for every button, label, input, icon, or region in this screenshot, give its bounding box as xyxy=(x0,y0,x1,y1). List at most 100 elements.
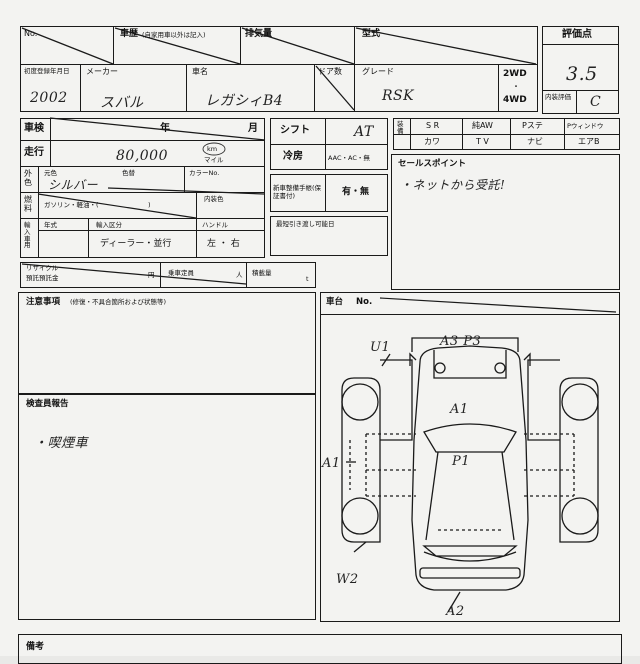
manual-value: 有・無 xyxy=(342,187,370,197)
sales-point-block xyxy=(391,154,620,290)
fuel-paren-close: ) xyxy=(148,201,151,209)
chassis-block xyxy=(320,292,620,622)
import-type-label: 輸入区分 xyxy=(96,221,122,229)
caution-block xyxy=(18,292,316,394)
score-box xyxy=(542,26,619,114)
chassis-label: 車台 xyxy=(326,297,344,307)
mileage-value: 80,000 xyxy=(116,148,168,164)
load-label: 積載量 xyxy=(252,269,272,277)
remarks-block xyxy=(18,634,622,664)
equip-navi: ナビ xyxy=(527,137,543,146)
equip-power-steering: Pステ xyxy=(522,121,543,130)
mark-p1: P1 xyxy=(452,454,471,469)
car-body-diagram xyxy=(341,337,599,613)
original-color-label: 元色 xyxy=(44,169,57,177)
remarks-label: 備考 xyxy=(26,642,45,652)
manual-label: 新車整備手帳(保証書付) xyxy=(273,184,322,201)
import-type-value: ディーラー・並行 xyxy=(100,239,172,249)
import-year-label: 年式 xyxy=(44,221,57,229)
sales-point-value: ・ネットから受託! xyxy=(400,178,506,192)
color-no-label: カラーNo. xyxy=(189,169,220,177)
original-color-value: シルバー xyxy=(48,178,99,192)
ac-label: 冷房 xyxy=(283,151,303,162)
grade-value: RSK xyxy=(382,88,415,104)
mile-unit: マイル xyxy=(204,156,224,164)
strike-inspection xyxy=(49,117,266,141)
displacement-label: 排気量 xyxy=(245,29,273,39)
exterior-label: 外色 xyxy=(24,169,32,187)
model-label: 型式 xyxy=(362,29,381,39)
month-label: 月 xyxy=(248,123,258,134)
inspector-value: ・喫煙車 xyxy=(34,436,89,451)
doors-label: ドア数 xyxy=(318,67,342,76)
shift-label: シフト xyxy=(280,125,310,136)
drive-dot: ・ xyxy=(512,82,520,91)
year-label: 年 xyxy=(160,123,170,134)
drive-2wd: 2WD xyxy=(503,69,527,79)
ac-value: AAC・AC・無 xyxy=(328,154,370,162)
strike-chassis xyxy=(379,297,617,313)
mark-a1-top: A1 xyxy=(450,402,469,417)
strike-fuel xyxy=(37,193,197,219)
left-info-block xyxy=(20,118,265,258)
manual-block xyxy=(270,174,388,212)
car-name-value: レガシィB4 xyxy=(205,93,284,109)
caution-label: 注意事項 xyxy=(26,297,61,307)
recycle-label-1: リサイクル xyxy=(26,264,59,272)
ton-unit: t xyxy=(306,275,309,283)
shift-value: AT xyxy=(354,124,374,140)
delivery-block xyxy=(270,216,388,256)
history-label: 車歴 xyxy=(120,29,139,39)
mark-w2: W2 xyxy=(336,572,359,587)
mark-a1-left: A1 xyxy=(322,456,341,471)
no-label: No. xyxy=(24,29,38,38)
first-reg-label: 初度登録年月日 xyxy=(24,67,70,75)
equip-tv: T V xyxy=(476,137,489,146)
km-unit: km xyxy=(207,145,218,153)
recycle-row xyxy=(20,262,316,288)
car-name-label: 車名 xyxy=(192,67,208,76)
inspector-block xyxy=(18,394,316,620)
km-circle xyxy=(202,142,226,156)
capacity-label: 乗車定員 xyxy=(168,269,194,277)
fuel-label: 燃料 xyxy=(24,195,32,213)
handle-label: ハンドル xyxy=(202,221,228,229)
mark-a2: A2 xyxy=(446,604,465,619)
first-reg-value: 2002 xyxy=(30,90,68,106)
header-block xyxy=(20,26,538,112)
strike-recycle xyxy=(21,263,247,285)
strike-exterior xyxy=(107,187,265,195)
maker-label: メーカー xyxy=(86,67,118,76)
inspection-label: 車検 xyxy=(24,123,44,134)
equip-airbag: エアB xyxy=(578,137,600,146)
inspector-label: 検査員報告 xyxy=(26,399,69,409)
color-change-label: 色替 xyxy=(122,169,135,177)
interior-label: 内装評価 xyxy=(545,93,571,101)
sales-point-label: セールスポイント xyxy=(398,159,467,169)
equipment-label: 装備 xyxy=(397,120,404,136)
interior-color-label: 内装色 xyxy=(204,195,224,203)
mark-a3-p3: A3 P3 xyxy=(440,334,482,349)
equip-sr: S R xyxy=(426,121,440,130)
interior-value: C xyxy=(590,94,602,110)
mileage-label: 走行 xyxy=(24,147,44,158)
person-unit: 人 xyxy=(236,271,243,279)
strike-lines-header xyxy=(21,27,537,111)
chassis-no-label: No. xyxy=(356,297,373,307)
drive-4wd: 4WD xyxy=(503,95,527,105)
equip-alloy-wheel: 純AW xyxy=(472,121,493,130)
score-label: 評価点 xyxy=(562,29,592,40)
equip-leather: カワ xyxy=(424,137,440,146)
fuel-value: ガソリン・軽油・( xyxy=(44,201,99,209)
grade-label: グレード xyxy=(362,67,394,76)
import-label: 輸入車用 xyxy=(24,221,31,250)
maker-value: スバル xyxy=(100,95,144,111)
caution-note: (修復・不具合箇所および状態等) xyxy=(70,298,167,306)
handle-value: 左 ・ 右 xyxy=(207,239,240,249)
delivery-label: 最短引き渡し可能日 xyxy=(276,220,335,228)
history-note: (自家用車以外は記入) xyxy=(142,31,206,39)
score-value: 3.5 xyxy=(566,63,598,85)
recycle-label-2: 預託預託金 xyxy=(26,274,59,282)
mark-u1: U1 xyxy=(370,340,391,355)
